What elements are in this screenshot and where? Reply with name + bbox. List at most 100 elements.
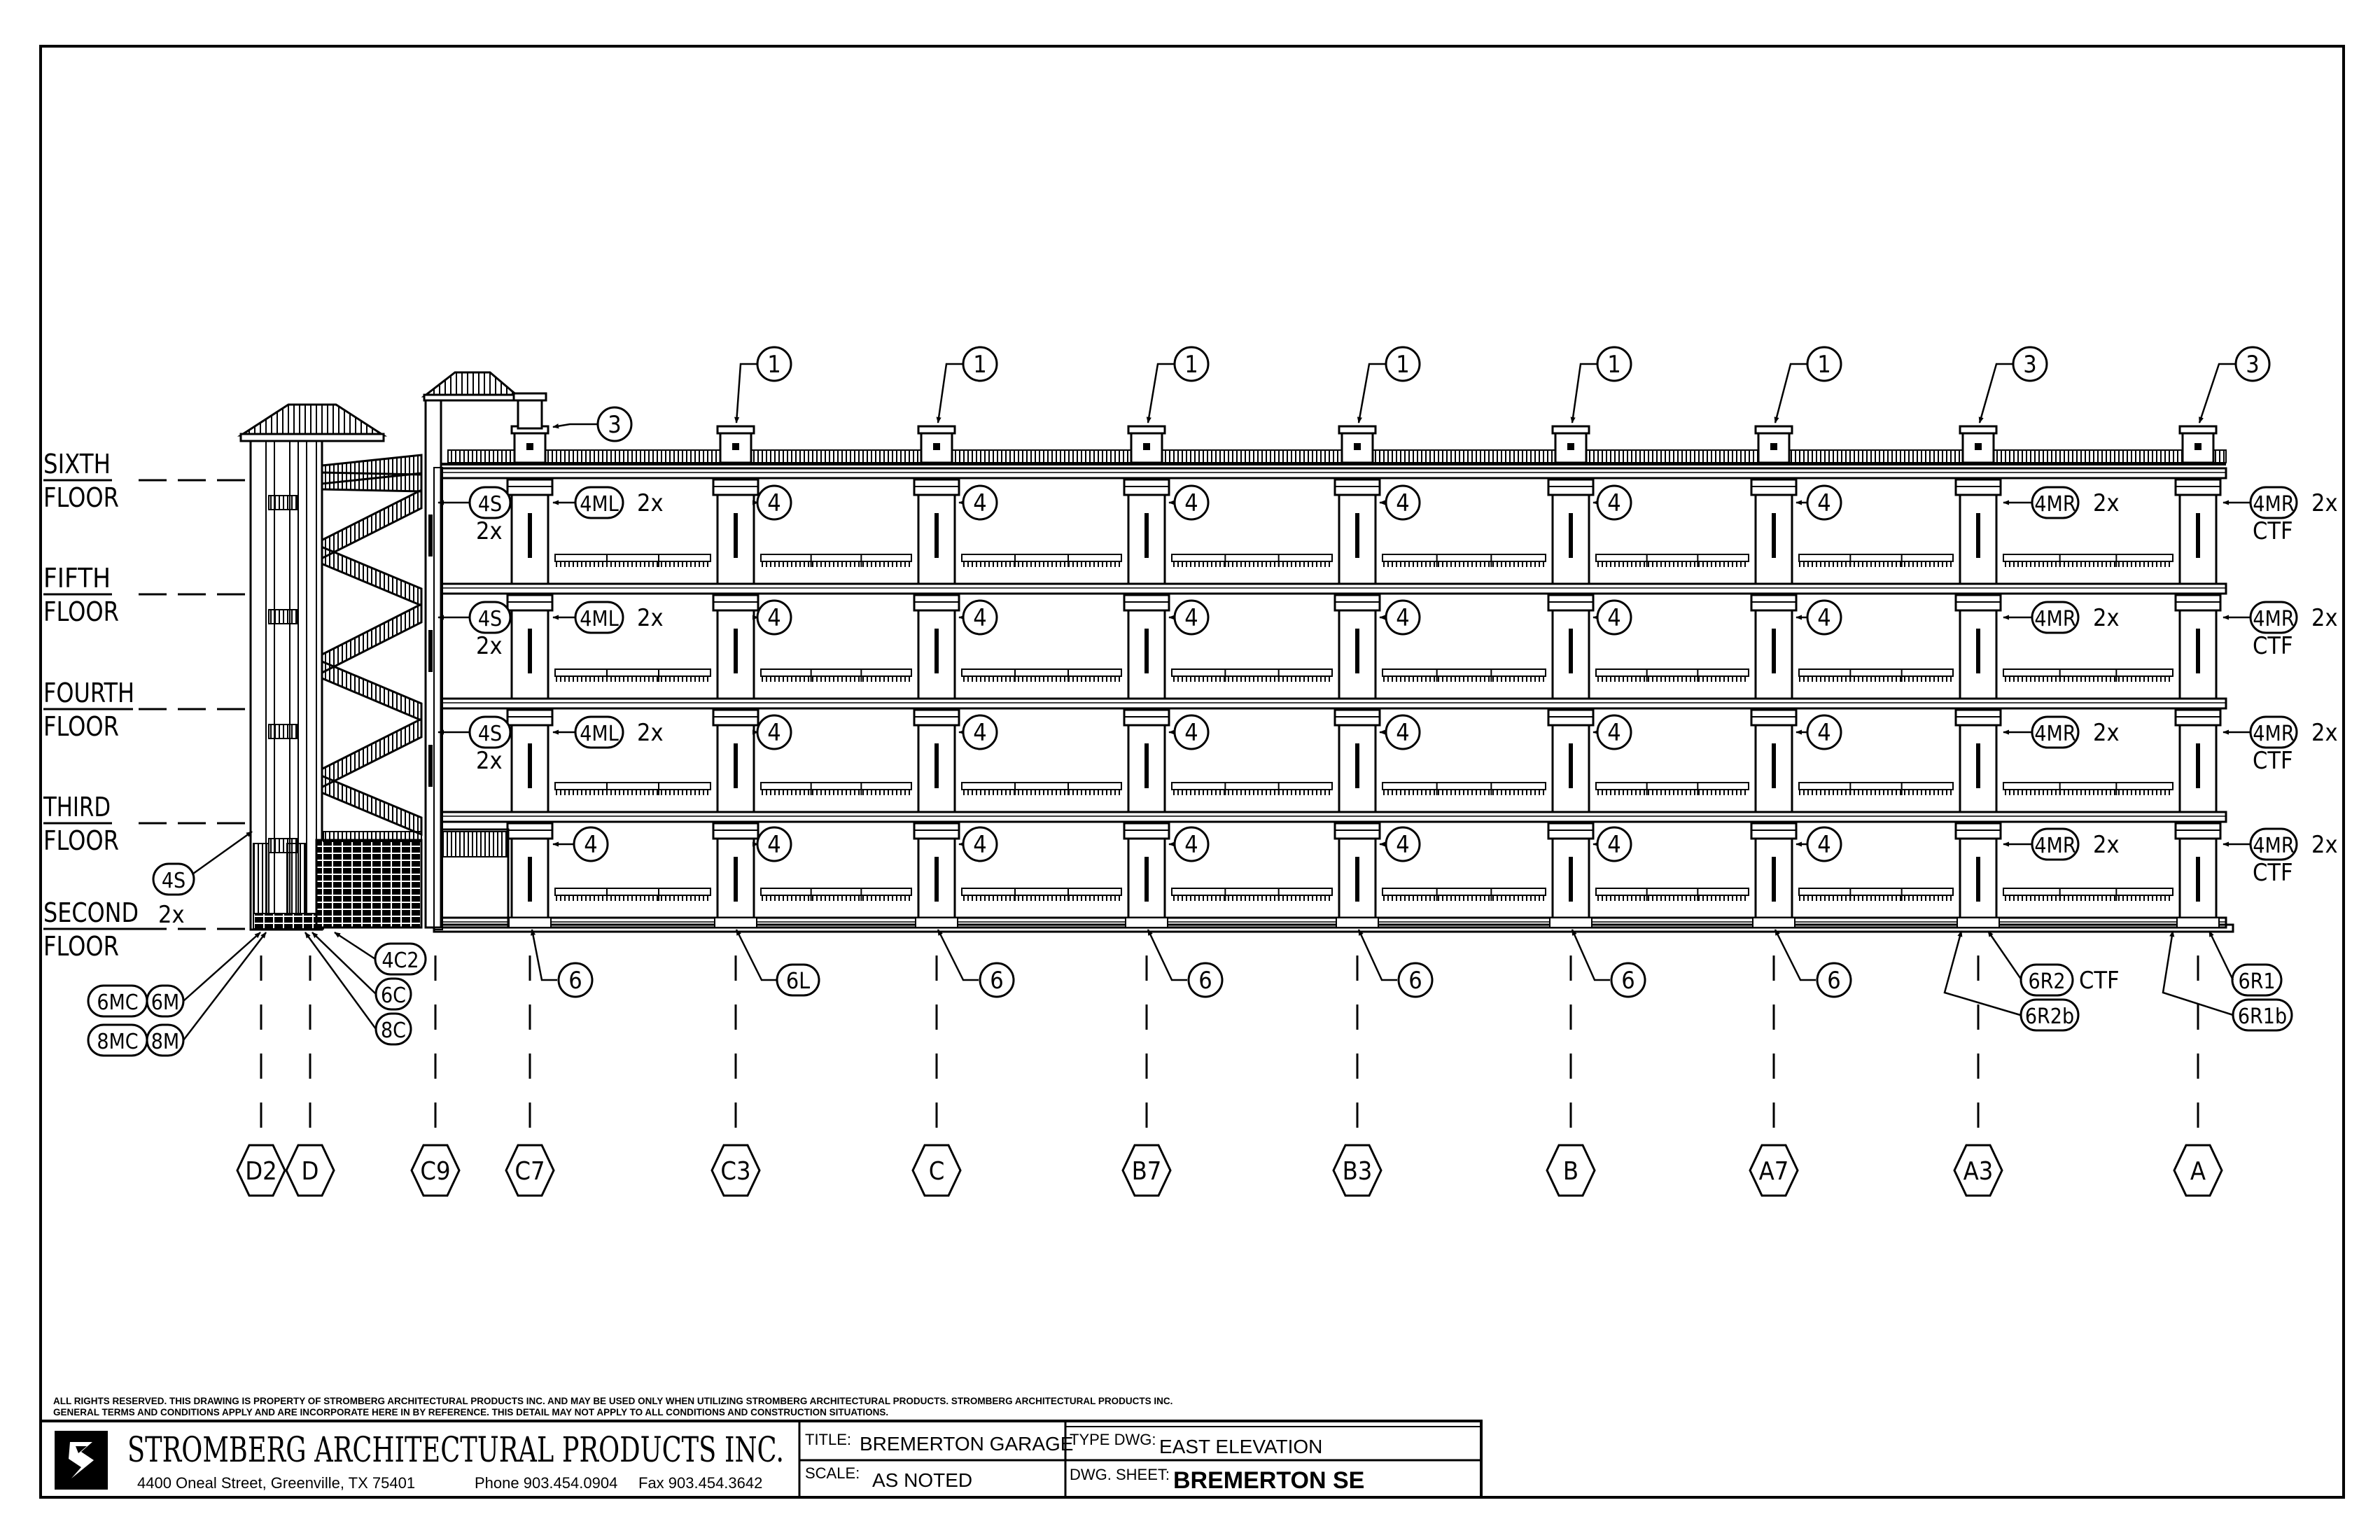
floor-label-line2: FLOOR: [43, 482, 119, 513]
callout-label: 4S: [478, 722, 502, 746]
callout-label: 4MR: [2034, 607, 2076, 631]
post-callout: 4: [1385, 484, 1421, 521]
callout-label: 4: [1396, 604, 1409, 632]
grid-marker-c3: C3: [710, 955, 761, 1197]
garage-column: [1954, 425, 2002, 928]
callout-label: 4: [1184, 489, 1198, 517]
title-block: ALL RIGHTS RESERVED. THIS DRAWING IS PRO…: [39, 1396, 1483, 1499]
callout-label: 1: [973, 351, 986, 379]
title-value: BREMERTON GARAGE: [860, 1433, 1073, 1455]
railing-panel: [760, 888, 912, 901]
floor-labels: SIXTHFLOORFIFTHFLOORFOURTHFLOORTHIRDFLOO…: [43, 449, 246, 962]
callout-2x: 2x: [476, 632, 503, 660]
type-dwg-label: TYPE DWG:: [1070, 1431, 1156, 1448]
railing-panel: [1171, 554, 1333, 567]
bottom-callout: 6L: [776, 963, 820, 997]
top-callout: 3: [2234, 346, 2271, 382]
callout-label: 1: [1817, 351, 1830, 379]
post-callout: 4: [1596, 599, 1632, 636]
callout-label: 4: [1817, 489, 1830, 517]
callout-label: 4: [767, 719, 780, 747]
callout-4s: 4S: [468, 601, 512, 634]
post-callout: 4: [1173, 714, 1210, 750]
post-callout: 4: [1173, 484, 1210, 521]
railing-panel: [961, 668, 1122, 682]
rights-notice-line1: ALL RIGHTS RESERVED. THIS DRAWING IS PRO…: [53, 1396, 1172, 1406]
top-callout: 3: [2012, 346, 2048, 382]
grid-label: D2: [245, 1157, 277, 1186]
callout-label: 4: [1607, 719, 1620, 747]
callout-label: 4MR: [2253, 607, 2294, 631]
bottom-callout: 6: [557, 962, 594, 998]
floor-label-line2: FLOOR: [43, 931, 119, 962]
grid-label: C: [929, 1157, 945, 1186]
callout-2x: 2x: [2311, 604, 2338, 632]
garage-structure: [424, 394, 2234, 933]
callout-label: 6R1b: [2238, 1004, 2287, 1029]
callout-label: 6L: [786, 967, 810, 994]
bottom-callout: 6: [979, 962, 1015, 998]
railing-panel: [961, 782, 1122, 795]
callout-label: 8C: [381, 1018, 406, 1043]
callout-label: 8M: [151, 1030, 179, 1054]
grid-label: B3: [1343, 1157, 1373, 1186]
floor-label-line1: FOURTH: [43, 678, 134, 708]
bottom-callout: 6: [1397, 962, 1434, 998]
callout-2x: 2x: [476, 517, 503, 545]
callout-label: 3: [2246, 351, 2259, 379]
garage-column: [913, 425, 960, 928]
post-callout: 4: [962, 599, 998, 636]
railing-panel: [2003, 668, 2174, 682]
railing-panel: [1798, 782, 1954, 795]
callout-label: 6R2b: [2025, 1004, 2074, 1029]
callout-4ml: 4ML: [574, 715, 624, 749]
callout-label: 6: [568, 967, 582, 995]
dwg-sheet-value: BREMERTON SE: [1173, 1467, 1364, 1494]
callout-8m: 8M: [146, 1023, 185, 1057]
top-callout: 1: [962, 346, 998, 382]
brick-wall: [315, 839, 423, 929]
post-callout: 4: [756, 826, 792, 862]
grid-label: C3: [720, 1157, 750, 1186]
rights-notice-line2: GENERAL TERMS AND CONDITIONS APPLY AND A…: [53, 1407, 888, 1418]
floor-label-line2: FLOOR: [43, 825, 119, 856]
callout-4mr: 4MR: [2031, 715, 2080, 749]
post-callout: 4: [1806, 599, 1842, 636]
callout-label: 4MR: [2253, 492, 2294, 517]
floor-label-line1: SECOND: [43, 897, 139, 928]
post-callout: 4: [1385, 714, 1421, 750]
callout-4mr: 4MR: [2031, 827, 2080, 861]
callout-2x: 2x: [637, 489, 664, 517]
grid-marker-a7: A7: [1749, 955, 1799, 1197]
grid-label: C9: [420, 1157, 450, 1186]
deck-slab: [433, 582, 2227, 595]
west-end-wall: [424, 394, 510, 930]
grid-label: B: [1563, 1157, 1578, 1186]
top-callout: 1: [756, 346, 792, 382]
grid-marker-c: C: [911, 955, 962, 1197]
scale-label: SCALE:: [805, 1464, 860, 1482]
callout-ctf: CTF: [2253, 632, 2293, 660]
callout-ctf: CTF: [2079, 967, 2120, 995]
railing-panel: [760, 668, 912, 682]
callout-6mc: 6MC: [87, 984, 148, 1018]
callout-2x: 2x: [2093, 489, 2120, 517]
railing-panel: [1171, 668, 1333, 682]
callout-label: 6M: [151, 990, 179, 1015]
callout-4mr: 4MR: [2249, 827, 2298, 861]
railing-panel: [554, 782, 711, 795]
callout-label: 6C: [381, 983, 406, 1008]
callout-4s: 4S: [468, 486, 512, 519]
railing-panel: [2003, 888, 2174, 901]
callout-ctf: CTF: [2253, 747, 2293, 775]
railing-panel: [1382, 888, 1546, 901]
railing-panel: [1171, 782, 1333, 795]
callout-label: 4: [1184, 831, 1198, 859]
callout-2x: 2x: [2311, 831, 2338, 859]
callout-label: 4ML: [580, 607, 619, 631]
railing-panel: [554, 888, 711, 901]
